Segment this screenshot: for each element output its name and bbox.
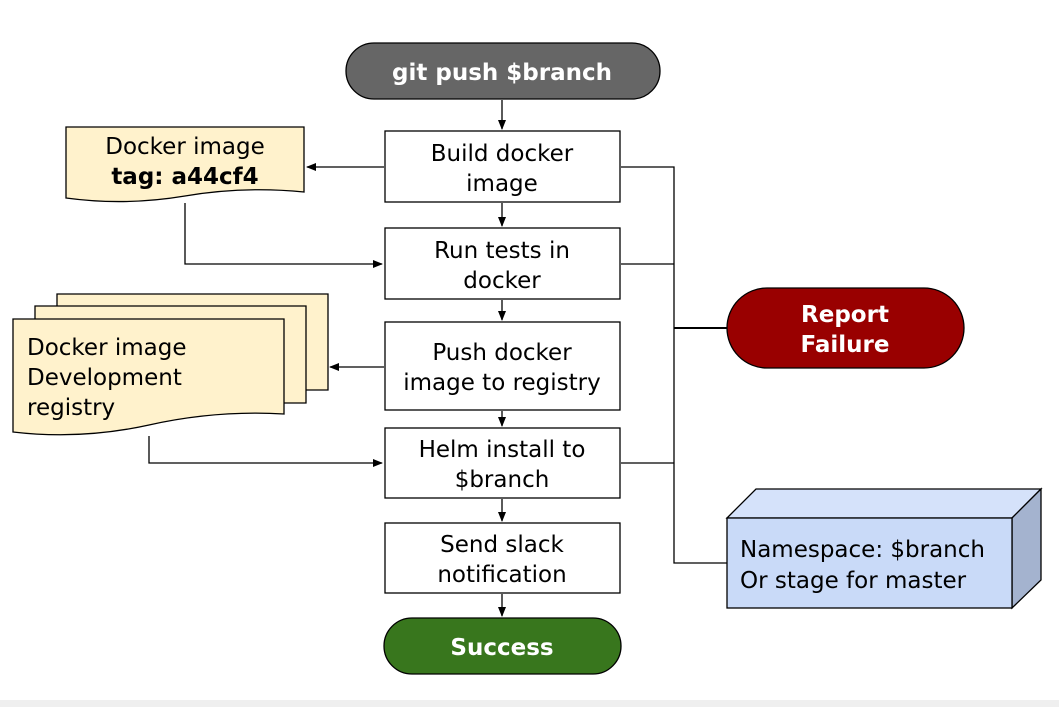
registry-line2: Development (27, 365, 182, 391)
step-build-line1: Build docker (431, 141, 574, 167)
docker-image-title: Docker image (105, 134, 264, 160)
registry-line1: Docker image (27, 335, 186, 361)
docker-image-document: Docker image tag: a44cf4 (65, 126, 305, 203)
step-slack-line2: notification (437, 562, 566, 588)
step-tests-line1: Run tests in (434, 238, 570, 264)
step-slack-line1: Send slack (440, 532, 564, 558)
registry-line3: registry (27, 395, 115, 421)
namespace-line1: Namespace: $branch (740, 537, 985, 563)
start-terminator: git push $branch (345, 42, 661, 100)
start-label: git push $branch (392, 60, 612, 86)
namespace-note: Namespace: $branch Or stage for master (725, 487, 1043, 610)
arrow-image-doc-to-tests (184, 203, 383, 268)
docker-image-tag: tag: a44cf4 (111, 164, 258, 190)
bottom-strip (0, 700, 1059, 707)
step-push-line2: image to registry (403, 370, 601, 396)
step-slack: Send slack notification (384, 522, 621, 594)
failure-terminator: Report Failure (726, 287, 965, 369)
step-helm-line2: $branch (455, 467, 550, 493)
arrow-registry-to-helm (148, 436, 383, 467)
registry-documents: Docker image Development registry (12, 293, 329, 436)
step-build-line2: image (466, 171, 538, 197)
step-push: Push docker image to registry (384, 321, 621, 411)
namespace-line2: Or stage for master (740, 568, 967, 594)
connectors (148, 100, 727, 617)
failure-label-line1: Report (801, 302, 889, 328)
success-terminator: Success (383, 617, 622, 675)
success-label: Success (450, 635, 553, 661)
step-tests-line2: docker (463, 268, 541, 294)
step-helm: Helm install to $branch (384, 427, 621, 499)
failure-label-line2: Failure (801, 332, 890, 358)
step-push-line1: Push docker (432, 340, 572, 366)
step-build: Build docker image (384, 130, 621, 203)
step-helm-line1: Helm install to (419, 437, 586, 463)
line-build-to-failure-bus (621, 166, 727, 564)
step-tests: Run tests in docker (384, 227, 621, 300)
